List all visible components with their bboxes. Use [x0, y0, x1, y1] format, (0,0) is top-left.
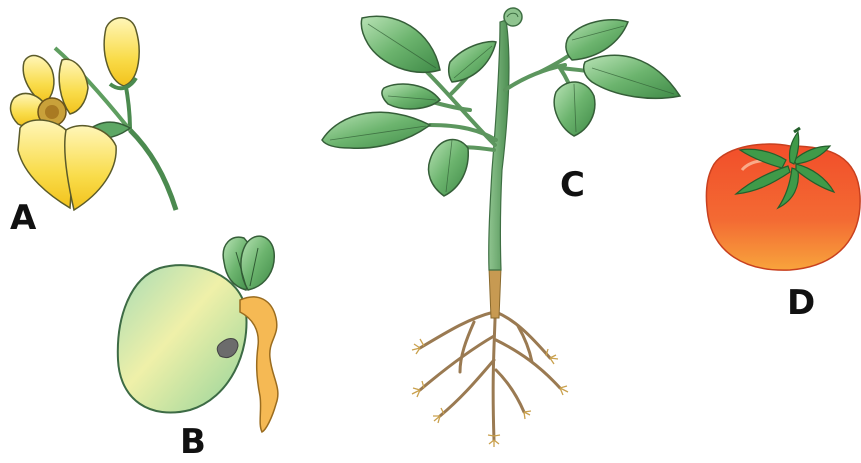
tomato-icon — [706, 128, 860, 270]
flower-icon — [11, 18, 176, 210]
label-b: B — [180, 425, 206, 459]
leaf-icon — [566, 20, 628, 60]
plant-icon — [322, 8, 680, 447]
leaf-icon — [361, 16, 440, 72]
label-a: A — [10, 201, 36, 235]
leaf-icon — [584, 55, 680, 98]
leaf-icon — [429, 139, 469, 196]
label-d: D — [787, 286, 815, 320]
leaf-icon — [322, 112, 430, 148]
label-c: C — [560, 168, 585, 202]
germinating-seed-icon — [118, 236, 278, 432]
leaf-icon — [449, 42, 496, 82]
